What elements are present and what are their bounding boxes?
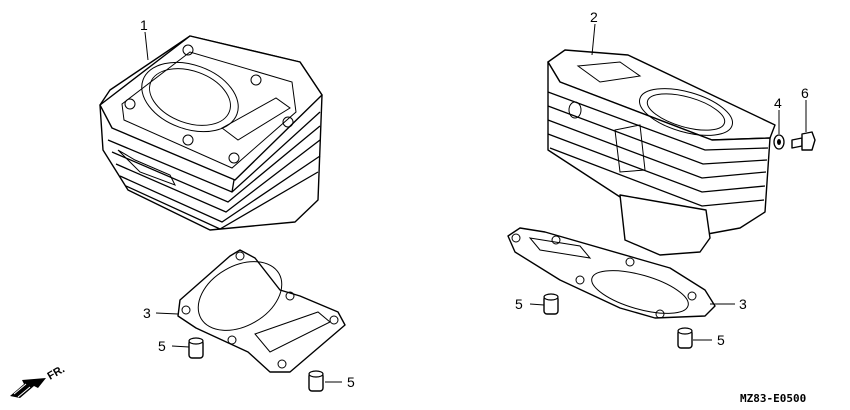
washer <box>773 134 785 150</box>
callout-4: 4 <box>774 95 782 111</box>
callout-6: 6 <box>801 85 809 101</box>
callout-5-right-b: 5 <box>717 332 725 348</box>
front-direction-arrow <box>10 378 46 398</box>
dowel-pin-right-a <box>543 293 559 315</box>
callout-5-left-b: 5 <box>347 374 355 390</box>
dowel-pin-right-b <box>677 327 693 349</box>
gasket-left <box>177 249 346 373</box>
callout-3-right: 3 <box>739 296 747 312</box>
front-direction-label: FR. <box>46 363 67 382</box>
dowel-pin-left-a <box>188 337 204 359</box>
callout-5-right-a: 5 <box>515 296 523 312</box>
cylinder-right <box>547 49 776 256</box>
callout-3-left: 3 <box>143 305 151 321</box>
callout-2: 2 <box>590 9 598 25</box>
callout-1: 1 <box>140 17 148 33</box>
cylinder-left <box>99 35 323 231</box>
callout-5-left-a: 5 <box>158 338 166 354</box>
bolt <box>791 131 816 151</box>
gasket-right <box>507 227 716 319</box>
leader-lines <box>144 23 807 383</box>
diagram-code: MZ83-E0500 <box>740 392 806 405</box>
dowel-pin-left-b <box>308 370 324 392</box>
